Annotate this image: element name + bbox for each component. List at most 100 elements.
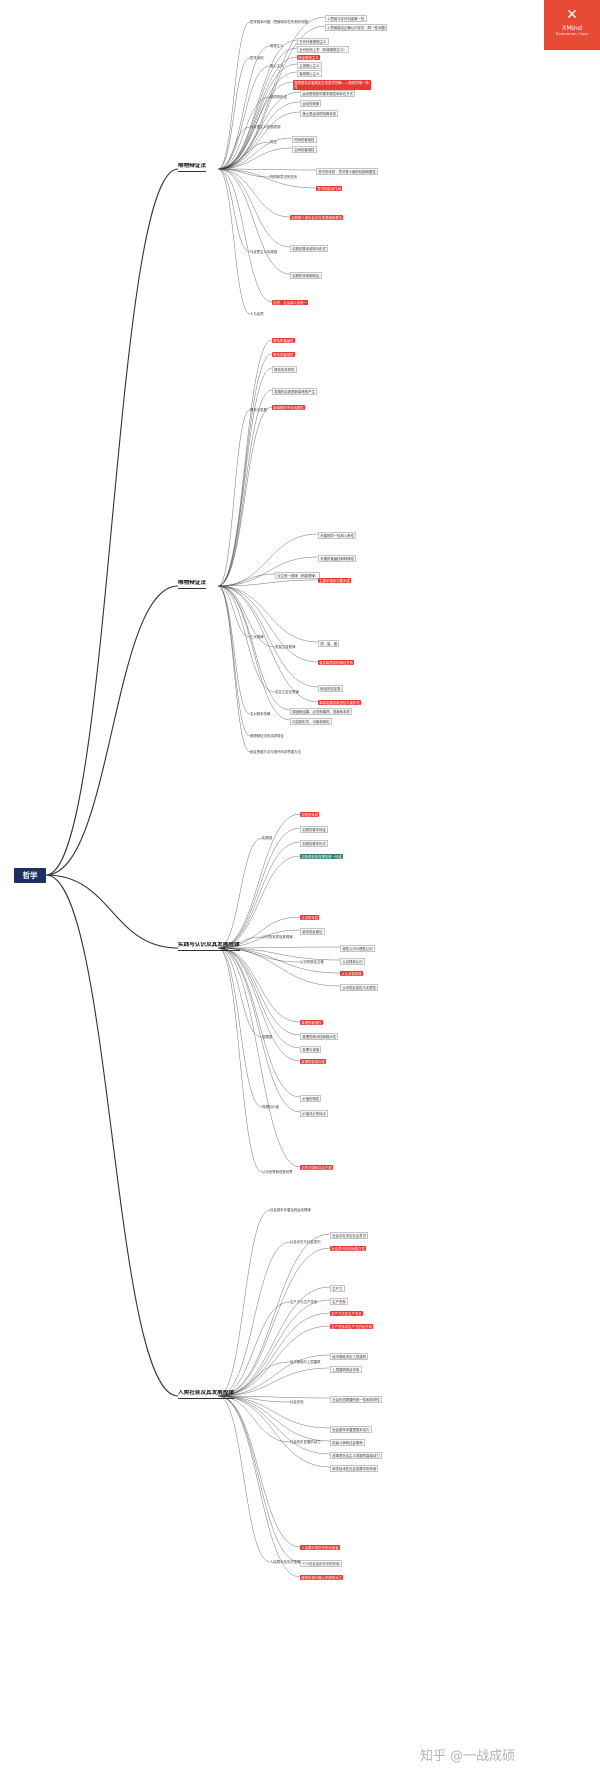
branch-topic[interactable]: 唯物辩证法 [178, 580, 206, 589]
topic-node[interactable]: 真理与谬误 [300, 1046, 322, 1054]
topic-node[interactable]: 辩证思维方法与现代科学思维方法 [250, 750, 301, 754]
topic-node[interactable]: 实践的基本形式 [300, 840, 329, 848]
topic-node[interactable]: 古代朴素唯物主义 [297, 38, 329, 46]
topic-node[interactable]: 改革是社会主义发展的直接动力 [330, 1452, 382, 1460]
topic-node[interactable]: 生产力 [330, 1285, 345, 1293]
topic-node[interactable]: 社会意识的相对独立性 [330, 1246, 367, 1252]
topic-node[interactable]: 感性认识与理性认识 [340, 945, 375, 953]
topic-node[interactable]: 从实践到认识 [340, 958, 365, 966]
topic-node[interactable]: 认识的本质及其规律 [262, 935, 293, 939]
topic-node[interactable]: 人民群众是历史的创造者 [300, 1545, 340, 1551]
topic-node[interactable]: 辩证的否定观 [318, 685, 343, 693]
topic-node[interactable]: 主要矛盾和次要矛盾 [318, 578, 351, 584]
topic-node[interactable]: 哲学基本问题（思维和存在关系的问题） [250, 20, 312, 24]
topic-node[interactable]: 社会基本矛盾及其运动规律 [270, 1208, 311, 1212]
topic-node[interactable]: 上层建筑的反作用 [330, 1366, 362, 1374]
topic-node[interactable]: 对立统一规律（矛盾规律） [275, 572, 321, 580]
topic-node[interactable]: 五对基本范畴 [250, 712, 271, 716]
topic-node[interactable]: 空间的客观性 [292, 146, 317, 154]
topic-node[interactable]: 否定之否定规律 [275, 690, 299, 694]
branch-topic[interactable]: 实践与认识及其发展规律 [178, 942, 240, 951]
topic-node[interactable]: 从认识到实践 [340, 971, 363, 977]
topic-node[interactable]: 必然王国和自由王国 [300, 1165, 333, 1171]
topic-node[interactable]: 真理与价值 [262, 1105, 279, 1109]
topic-node[interactable]: 社会基本矛盾是根本动力 [330, 1426, 372, 1434]
topic-node[interactable]: 物质的形态 [270, 95, 287, 99]
topic-node[interactable]: 客观唯心主义 [297, 70, 322, 78]
topic-node[interactable]: 唯物史观与唯心史观的对立 [300, 1575, 344, 1581]
topic-node[interactable]: 价值评价的特点 [300, 1110, 329, 1118]
topic-node[interactable]: 真理的客观性 [300, 1020, 323, 1026]
topic-node[interactable]: 社会形态更替的统一性和多样性 [330, 1396, 382, 1404]
topic-node[interactable]: 联系的多样性 [272, 366, 297, 374]
topic-node[interactable]: 社会形态 [290, 1400, 304, 1404]
topic-node[interactable]: 生产关系对生产力的反作用 [330, 1324, 374, 1330]
topic-node[interactable]: 个人在社会历史中的作用 [300, 1560, 342, 1568]
topic-node[interactable]: 实践的基本特征 [300, 826, 329, 834]
topic-node[interactable]: 实践是检验真理的唯一标准 [300, 854, 344, 860]
topic-node[interactable]: 近代形而上学（机械唯物主义） [297, 46, 349, 54]
topic-node[interactable]: 阶级斗争和社会革命 [330, 1439, 365, 1447]
topic-node[interactable]: 物质和意识的关系 [270, 175, 298, 179]
topic-node[interactable]: 物质是标志客观实在的哲学范畴——物质的唯一特性 [293, 80, 371, 90]
topic-node[interactable]: 矛盾的普遍性和特殊性 [318, 555, 357, 563]
topic-node[interactable]: 联系与发展 [250, 408, 267, 412]
topic-node[interactable]: 静止是运动的特殊状态 [300, 110, 339, 118]
topic-node[interactable]: 意识的本质：意识是人脑的机能和属性 [316, 168, 379, 176]
topic-node[interactable]: 质量互变规律 [275, 645, 296, 649]
topic-node[interactable]: 认识的辩证过程 [300, 960, 324, 964]
topic-node[interactable]: 时间的客观性 [292, 136, 317, 144]
topic-node[interactable]: 科学技术在社会发展中的作用 [330, 1465, 379, 1473]
topic-node[interactable]: 矛盾的同一性和斗争性 [318, 532, 357, 540]
topic-node[interactable]: 原因和结果、必然和偶然、现象和本质 [290, 708, 353, 716]
topic-node[interactable]: 马克思主义的物质观 [250, 125, 281, 129]
topic-node[interactable]: 社会存在与社会意识 [290, 1240, 321, 1244]
topic-node[interactable]: 运动的规律 [300, 100, 322, 108]
topic-node[interactable]: 时空 [270, 140, 277, 144]
topic-node[interactable]: 运动是物质的根本属性和存在方式 [300, 90, 356, 98]
topic-node[interactable]: 实践的本质和特征 [290, 272, 322, 280]
branch-topic[interactable]: 人类社会及其发展规律 [178, 1390, 234, 1399]
topic-node[interactable]: 主观唯心主义 [297, 62, 322, 70]
topic-node[interactable]: 辩证唯物主义 [297, 55, 320, 61]
topic-node[interactable]: 社会历史发展的动力 [290, 1440, 321, 1444]
topic-node[interactable]: 认识的本质 [300, 915, 320, 921]
topic-node[interactable]: 生产关系 [330, 1298, 348, 1306]
topic-node[interactable]: 唯物主义 [270, 44, 284, 48]
topic-node[interactable]: 联系的普遍性 [272, 338, 295, 344]
topic-node[interactable]: 真理的检验标准 [300, 1059, 327, 1065]
topic-node[interactable]: 实践是人类社会存在的基础和根本 [290, 215, 344, 221]
topic-node[interactable]: 量变和质变的辩证关系 [318, 660, 355, 666]
topic-node[interactable]: 真理的绝对性和相对性 [300, 1033, 339, 1041]
topic-node[interactable]: 经济基础与上层建筑 [290, 1360, 321, 1364]
topic-node[interactable]: 内容和形式、可能和现实 [290, 718, 332, 726]
topic-node[interactable]: 实践观 [262, 836, 273, 840]
topic-node[interactable]: 价值的特性 [300, 1095, 322, 1103]
topic-node[interactable]: 事物发展的前进性与曲折性 [318, 700, 362, 706]
topic-node[interactable]: 生产力与生产关系 [290, 1300, 318, 1304]
topic-node[interactable]: 实践的基本结构与形式 [290, 245, 329, 253]
root-topic[interactable]: 哲学 [14, 868, 46, 883]
topic-node[interactable]: 认识的反复性与无限性 [340, 984, 379, 992]
topic-node[interactable]: 社会存在决定社会意识 [330, 1232, 369, 1240]
topic-node[interactable]: 哲学派别 [250, 56, 264, 60]
topic-node[interactable]: 三大规律 [250, 635, 264, 639]
topic-node[interactable]: 2.思维能否正确认识存在（同一性问题） [325, 24, 387, 32]
branch-topic[interactable]: 唯物辩证法 [178, 163, 206, 172]
topic-node[interactable]: 真理观 [262, 1035, 273, 1039]
topic-node[interactable]: 1.思维与存在何者第一性 [325, 15, 367, 23]
topic-node[interactable]: 认识世界和改造世界 [262, 1170, 293, 1174]
topic-node[interactable]: 发展的实质是新事物的产生 [272, 388, 318, 396]
topic-node[interactable]: 唯物辩证法的本质特征 [250, 734, 284, 738]
topic-node[interactable]: 人民群众在历史发展中的作用 [270, 1560, 315, 1564]
topic-node[interactable]: 质、量、度 [318, 640, 340, 648]
topic-node[interactable]: 生产力决定生产关系 [330, 1311, 363, 1317]
topic-node[interactable]: 经济基础决定上层建筑 [330, 1353, 369, 1361]
topic-node[interactable]: 能动的反映论 [300, 928, 325, 936]
topic-node[interactable]: 新事物的不可战胜性 [272, 405, 305, 411]
topic-node[interactable]: 联系的客观性 [272, 352, 295, 358]
topic-node[interactable]: 自然、社会和人的统一 [272, 300, 309, 306]
topic-node[interactable]: 实践的本质 [300, 812, 320, 818]
topic-node[interactable]: 人与自然 [250, 312, 264, 316]
topic-node[interactable]: 马克思主义实践观 [250, 250, 278, 254]
